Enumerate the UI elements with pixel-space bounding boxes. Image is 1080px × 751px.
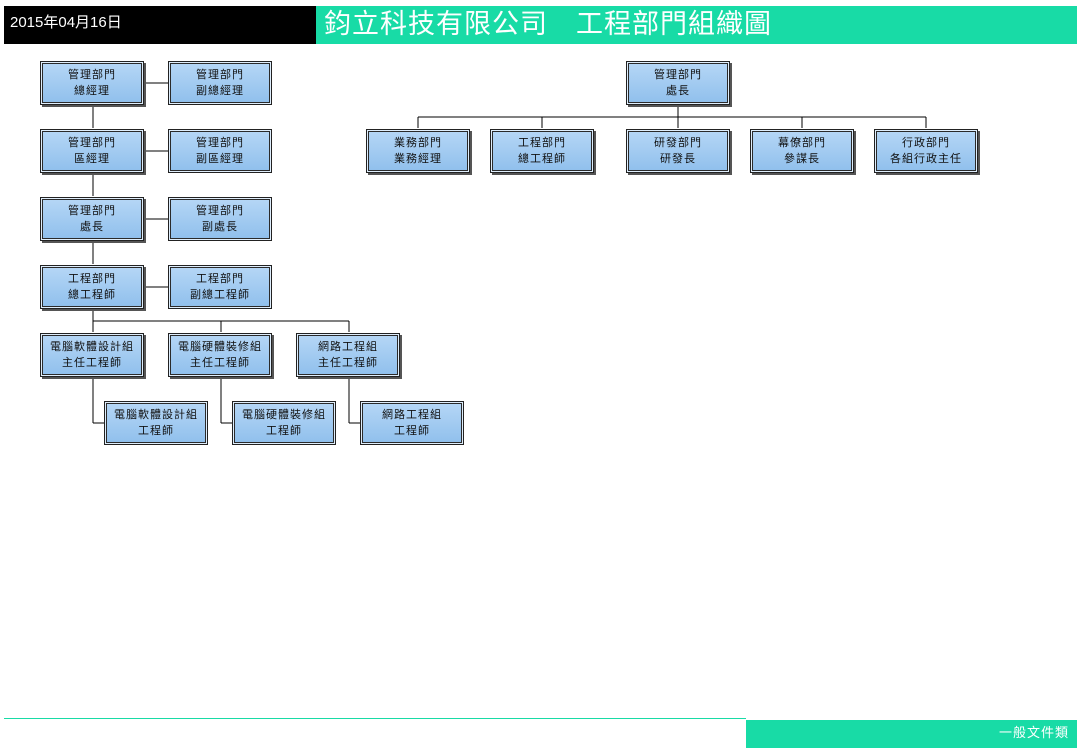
org-box-role: 處長 (80, 220, 104, 233)
org-box-software-lead: 電腦軟體設計組 主任工程師 (40, 333, 144, 377)
org-box-dept: 管理部門 (196, 68, 244, 81)
org-box-dept: 電腦硬體裝修組 (242, 408, 326, 421)
org-box-dept: 幕僚部門 (778, 136, 826, 149)
org-box-dept: 管理部門 (68, 204, 116, 217)
org-box-dept: 工程部門 (518, 136, 566, 149)
date-label: 2015年04月16日 (4, 6, 316, 44)
org-box-dept: 管理部門 (196, 136, 244, 149)
page-title: 鈞立科技有限公司 工程部門組織圖 (316, 6, 1077, 44)
org-box-engineering: 工程部門 總工程師 (490, 129, 594, 173)
org-box-network-engineer: 網路工程組 工程師 (360, 401, 464, 445)
org-box-role: 副總經理 (196, 84, 244, 97)
org-box-role: 業務經理 (394, 152, 442, 165)
org-box-role: 工程師 (394, 424, 430, 437)
org-box-regional-manager: 管理部門 區經理 (40, 129, 144, 173)
org-box-hardware-lead: 電腦硬體裝修組 主任工程師 (168, 333, 272, 377)
org-box-role: 主任工程師 (190, 356, 250, 369)
org-box-dept: 電腦軟體設計組 (114, 408, 198, 421)
org-box-role: 總經理 (74, 84, 110, 97)
org-box-role: 副區經理 (196, 152, 244, 165)
org-box-dept: 網路工程組 (382, 408, 442, 421)
org-box-right-director: 管理部門 處長 (626, 61, 730, 105)
org-box-dept: 管理部門 (68, 68, 116, 81)
org-box-role: 副總工程師 (190, 288, 250, 301)
org-box-dept: 電腦硬體裝修組 (178, 340, 262, 353)
org-box-chief-engineer: 工程部門 總工程師 (40, 265, 144, 309)
org-box-role: 副處長 (202, 220, 238, 233)
org-box-role: 總工程師 (518, 152, 566, 165)
org-box-general-manager: 管理部門 總經理 (40, 61, 144, 105)
org-box-role: 參謀長 (784, 152, 820, 165)
org-box-dept: 管理部門 (196, 204, 244, 217)
footer-label: 一般文件類 (746, 720, 1077, 748)
org-box-role: 工程師 (266, 424, 302, 437)
org-box-deputy-chief-engineer: 工程部門 副總工程師 (168, 265, 272, 309)
org-box-role: 工程師 (138, 424, 174, 437)
org-box-dept: 業務部門 (394, 136, 442, 149)
org-box-sales: 業務部門 業務經理 (366, 129, 470, 173)
org-box-role: 區經理 (74, 152, 110, 165)
org-box-deputy-regional-manager: 管理部門 副區經理 (168, 129, 272, 173)
org-box-network-lead: 網路工程組 主任工程師 (296, 333, 400, 377)
org-box-hardware-engineer: 電腦硬體裝修組 工程師 (232, 401, 336, 445)
org-box-role: 主任工程師 (318, 356, 378, 369)
org-box-software-engineer: 電腦軟體設計組 工程師 (104, 401, 208, 445)
org-box-role: 處長 (666, 84, 690, 97)
org-box-dept: 管理部門 (654, 68, 702, 81)
org-box-deputy-general-manager: 管理部門 副總經理 (168, 61, 272, 105)
org-box-rnd: 研發部門 研發長 (626, 129, 730, 173)
org-box-role: 各組行政主任 (890, 152, 962, 165)
org-box-staff: 幕僚部門 參謀長 (750, 129, 854, 173)
footer-divider (4, 718, 746, 719)
org-box-dept: 管理部門 (68, 136, 116, 149)
org-box-director: 管理部門 處長 (40, 197, 144, 241)
org-box-deputy-director: 管理部門 副處長 (168, 197, 272, 241)
org-box-dept: 電腦軟體設計組 (50, 340, 134, 353)
org-box-dept: 網路工程組 (318, 340, 378, 353)
org-box-role: 主任工程師 (62, 356, 122, 369)
org-box-dept: 工程部門 (196, 272, 244, 285)
org-box-dept: 行政部門 (902, 136, 950, 149)
org-box-role: 總工程師 (68, 288, 116, 301)
org-box-administration: 行政部門 各組行政主任 (874, 129, 978, 173)
org-box-dept: 研發部門 (654, 136, 702, 149)
org-box-dept: 工程部門 (68, 272, 116, 285)
org-box-role: 研發長 (660, 152, 696, 165)
